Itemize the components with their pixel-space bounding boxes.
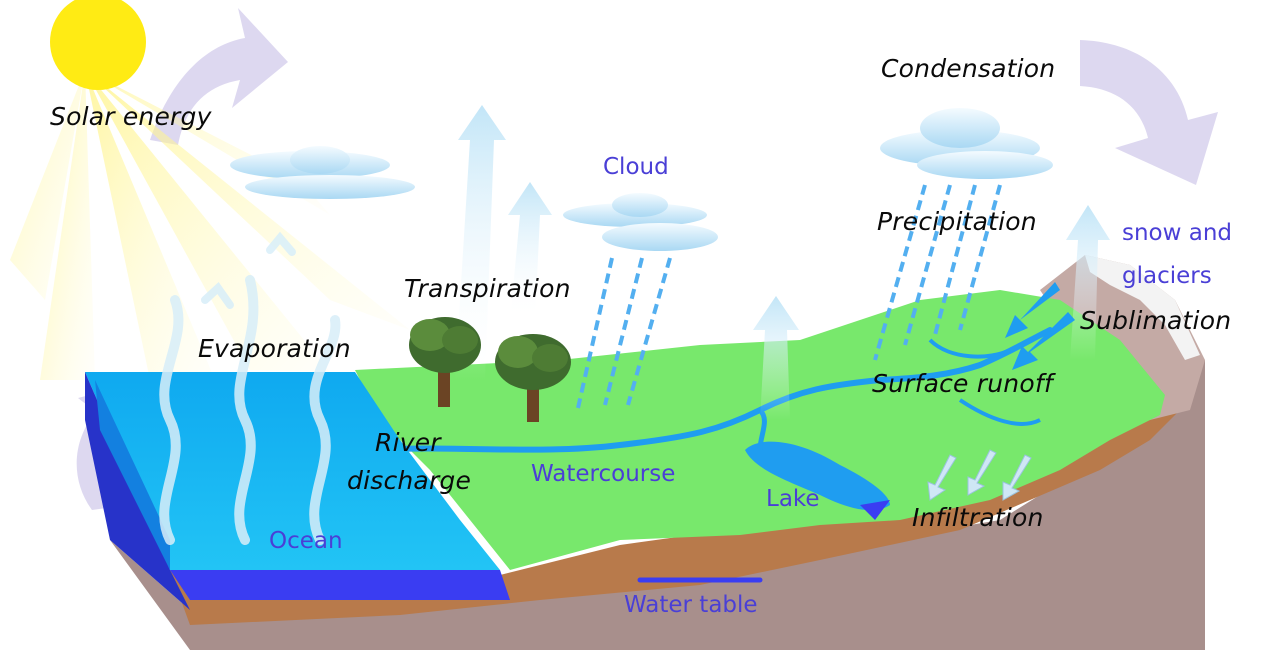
cloud-right <box>880 108 1053 179</box>
rock-layer <box>110 360 1205 650</box>
lake-evaporation-arrow-icon <box>753 296 799 420</box>
ocean-block <box>85 372 510 610</box>
cloud-center <box>563 193 718 251</box>
label-watercourse: Watercourse <box>531 461 676 487</box>
cloud-left <box>230 146 415 199</box>
infiltration-arrows <box>927 449 1032 501</box>
cycle-arrow-top-right-icon <box>1080 40 1218 185</box>
transpiration-arrow-icon <box>455 105 506 380</box>
evaporation-waves <box>159 231 341 545</box>
label-snow-and: snow and <box>1122 220 1233 246</box>
cycle-arrow-top-left-icon <box>150 8 288 145</box>
sun-rays <box>10 70 410 380</box>
label-evaporation: Evaporation <box>198 334 351 363</box>
lake <box>745 441 890 511</box>
ocean-deep-layer <box>170 570 510 600</box>
label-river: River <box>375 428 441 457</box>
tree-left-icon <box>409 317 481 407</box>
label-lake: Lake <box>766 486 820 512</box>
sun-icon <box>50 0 146 90</box>
transpiration-arrow-small-icon <box>508 182 552 320</box>
label-glaciers: glaciers <box>1122 263 1212 289</box>
land-surface <box>355 290 1165 570</box>
label-ocean: Ocean <box>269 528 343 554</box>
snow-glacier-cap <box>1085 255 1200 360</box>
sublimation-arrow-icon <box>1066 205 1110 360</box>
tree-right-icon <box>495 334 571 422</box>
label-surface-runoff: Surface runoff <box>872 369 1053 398</box>
surface-runoff-arrows <box>1005 282 1075 370</box>
label-discharge: discharge <box>347 466 472 495</box>
label-precipitation: Precipitation <box>877 207 1037 236</box>
label-infiltration: Infiltration <box>912 503 1044 532</box>
ocean-side-wall <box>85 372 190 610</box>
label-solar-energy: Solar energy <box>50 102 212 131</box>
label-water-table: Water table <box>624 592 758 618</box>
label-condensation: Condensation <box>881 54 1056 83</box>
label-transpiration: Transpiration <box>404 274 571 303</box>
label-sublimation: Sublimation <box>1080 306 1232 335</box>
ocean-surface <box>85 372 500 570</box>
rain-streaks <box>576 184 1002 409</box>
rising-vapor-arrows <box>455 105 1110 420</box>
label-cloud: Cloud <box>603 154 669 180</box>
